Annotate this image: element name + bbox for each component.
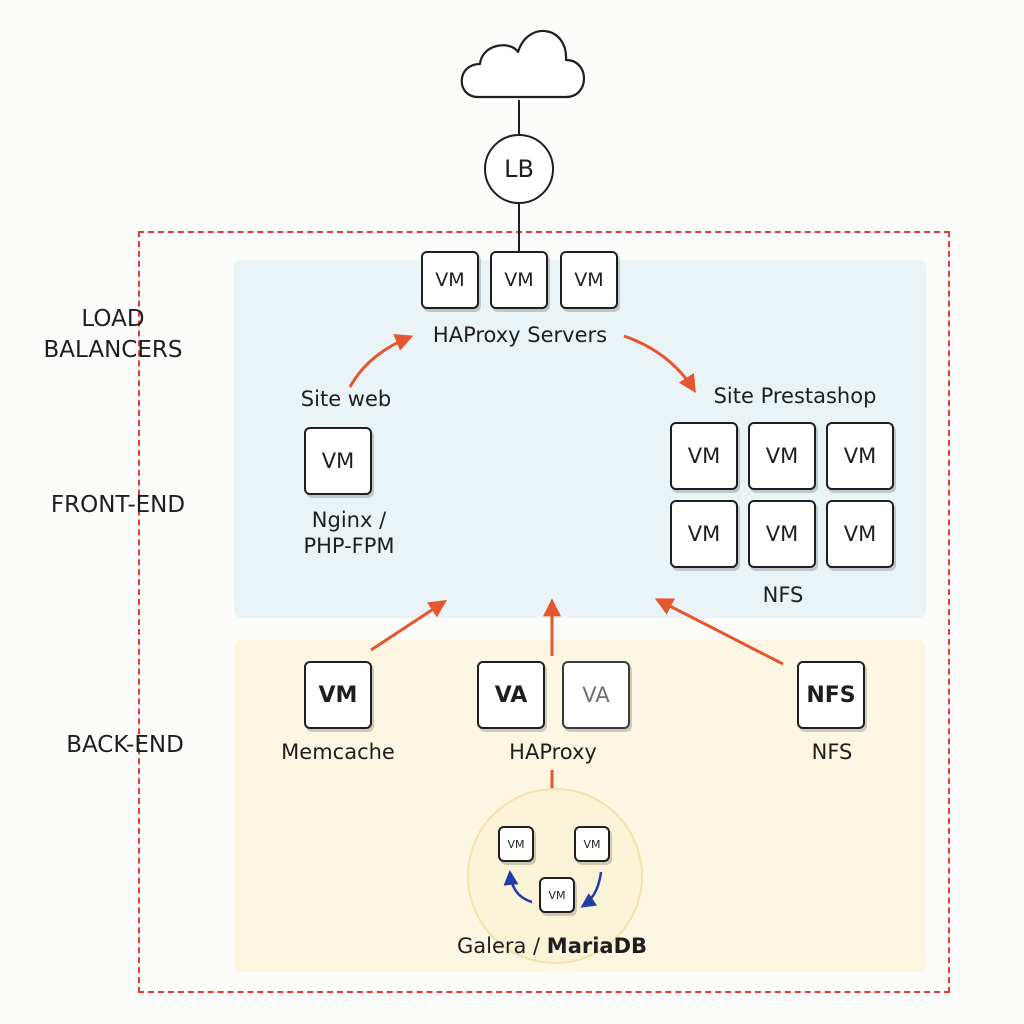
prestashop-vm-6: VM: [826, 500, 894, 568]
site-prestashop-label: Site Prestashop: [713, 384, 877, 408]
haproxy-active-va: VA: [477, 661, 545, 729]
arrow-siteweb-to-haproxy: [348, 334, 414, 388]
galera-vm-2: VM: [574, 826, 610, 862]
galera-caption-prefix: Galera /: [456, 934, 547, 958]
prestashop-vm-1: VM: [670, 422, 738, 490]
nfs-storage-box: NFS: [797, 661, 865, 729]
arrow-nfs-to-frontend: [654, 598, 784, 666]
cloud-icon: [460, 29, 586, 99]
memcache-caption: Memcache: [281, 740, 395, 764]
haproxy-server-vm-2: VM: [490, 251, 548, 309]
memcache-vm: VM: [304, 661, 372, 729]
tier-label-load-balancers-text: LOAD BALANCERS: [43, 306, 183, 364]
lb-label: LB: [504, 155, 534, 183]
load-balancer-node: LB: [484, 134, 554, 204]
site-web-label: Site web: [300, 387, 392, 411]
prestashop-vm-5: VM: [748, 500, 816, 568]
prestashop-nfs-caption: NFS: [762, 583, 804, 607]
arrow-memcache-to-frontend: [370, 600, 448, 652]
infrastructure-boundary: [138, 231, 950, 993]
arrow-haproxy-to-prestashop: [623, 334, 696, 394]
tier-label-front-end: FRONT-END: [50, 492, 186, 518]
haproxy-server-vm-3: VM: [560, 251, 618, 309]
galera-vm-1: VM: [498, 826, 534, 862]
tier-label-load-balancers: LOAD BALANCERS: [44, 304, 183, 366]
prestashop-vm-3: VM: [826, 422, 894, 490]
haproxy-servers-label: HAProxy Servers: [432, 323, 608, 347]
prestashop-vm-2: VM: [748, 422, 816, 490]
site-web-caption: Nginx / PHP-FPM: [303, 508, 395, 559]
tier-label-back-end: BACK-END: [66, 732, 184, 758]
galera-caption-bold: MariaDB: [546, 934, 648, 958]
replication-arrow-right: [580, 871, 603, 908]
nfs-caption: NFS: [811, 740, 853, 764]
replication-arrow-left: [503, 870, 533, 904]
prestashop-vm-4: VM: [670, 500, 738, 568]
haproxy-backend-caption: HAProxy: [509, 740, 597, 764]
site-web-vm: VM: [304, 427, 372, 495]
haproxy-server-vm-1: VM: [421, 251, 479, 309]
galera-vm-3: VM: [539, 877, 575, 913]
galera-cluster-circle: [467, 788, 643, 964]
haproxy-standby-va: VA: [562, 661, 630, 729]
galera-caption: Galera / MariaDB: [457, 933, 647, 959]
